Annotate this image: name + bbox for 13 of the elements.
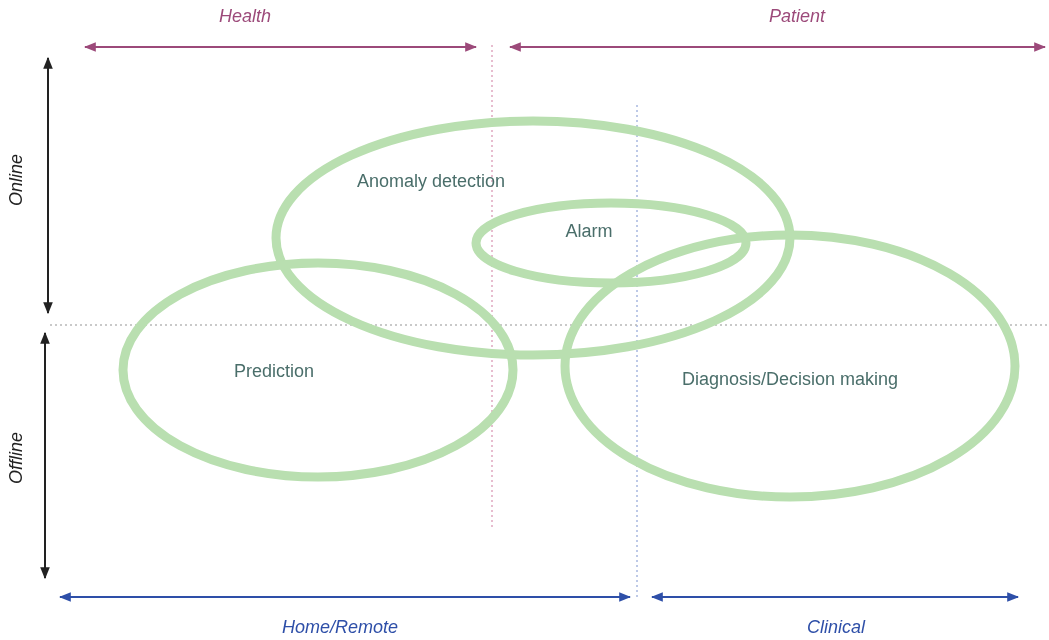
axis-label: Home/Remote (282, 615, 398, 639)
ellipse-label: Diagnosis/Decision making (681, 367, 899, 391)
ellipse-label: Alarm (565, 219, 613, 243)
ellipse-label: Anomaly detection (356, 169, 506, 193)
axis-label: Online (4, 154, 27, 206)
axis-label: Health (219, 4, 271, 28)
ellipse (118, 258, 518, 482)
axis-label: Clinical (807, 615, 865, 639)
ellipse (271, 116, 795, 360)
axis-label: Offline (4, 432, 27, 484)
axis-label: Patient (769, 4, 825, 28)
ellipse-label: Prediction (234, 359, 314, 383)
ellipse (471, 198, 751, 288)
